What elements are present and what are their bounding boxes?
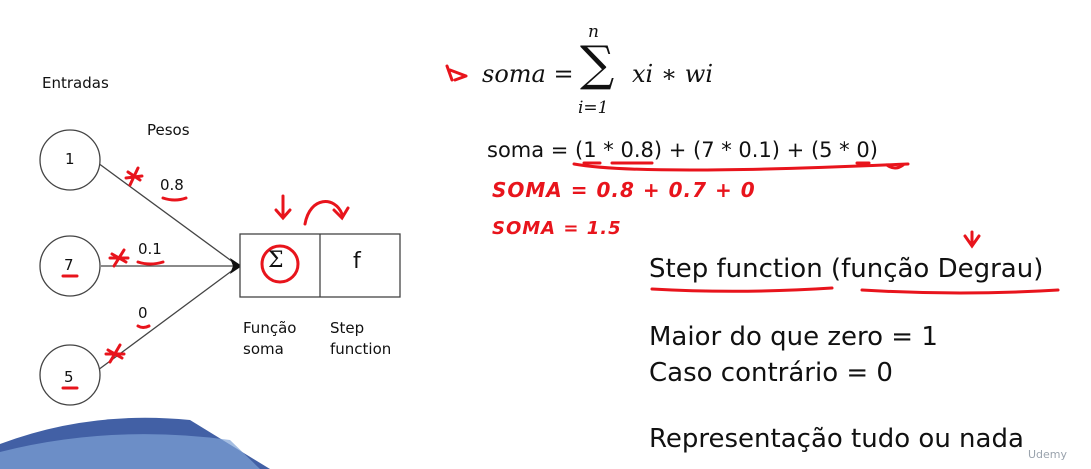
rule-greater-than-zero: Maior do que zero = 1 — [649, 322, 938, 352]
weight-value-1: 0.8 — [160, 176, 184, 194]
star-mark-1 — [124, 166, 144, 187]
input-value-1: 1 — [65, 150, 75, 168]
weight-value-2: 0.1 — [138, 240, 162, 258]
star-mark-3 — [104, 343, 126, 364]
weight-value-3: 0 — [138, 304, 148, 322]
arrow-mark-degrau — [963, 230, 981, 249]
input-value-2: 7 — [64, 256, 74, 274]
star-mark-2 — [108, 248, 130, 268]
input-neuron-3 — [39, 344, 101, 406]
udemy-watermark: Udemy — [1028, 448, 1068, 461]
formula-expanded: soma = (1 * 0.8) + (7 * 0.1) + (5 * 0) — [487, 138, 878, 162]
input-value-3: 5 — [64, 368, 74, 386]
underline-0-1 — [136, 260, 165, 266]
down-arrow-mark — [274, 194, 292, 221]
handwritten-sum-line1: SOMA = 0.8 + 0.7 + 0 — [492, 178, 756, 202]
weights-label: Pesos — [147, 121, 190, 139]
formula-term: xi ∗ wi — [632, 60, 713, 88]
underline-0-8 — [161, 196, 188, 202]
representation-text: Representação tudo ou nada — [649, 424, 1024, 454]
formula-sigma: ∑ — [580, 36, 615, 92]
edge-1 — [97, 162, 238, 266]
brace-sum — [572, 162, 910, 172]
sum-caption-line2: soma — [243, 340, 284, 358]
handwritten-sum-line2: SOMA = 1.5 — [492, 218, 622, 239]
formula-lhs: soma = — [482, 60, 574, 88]
inputs-label: Entradas — [42, 74, 109, 92]
step-caption-line1: Step — [330, 319, 365, 337]
sum-caption-line1: Função — [243, 319, 297, 337]
step-symbol: f — [353, 249, 361, 274]
input-neuron-1 — [39, 129, 101, 191]
annotations-red — [61, 64, 1060, 390]
step-caption-line2: function — [330, 340, 392, 358]
underline-0 — [136, 324, 151, 329]
arrow-mark-formula — [445, 64, 468, 82]
step-function-title: Step function (função Degrau) — [649, 254, 1044, 284]
curved-arrow-mark — [303, 200, 350, 226]
formula-lower-limit: i=1 — [578, 98, 609, 118]
input-neuron-2 — [39, 235, 101, 297]
rule-otherwise: Caso contrário = 0 — [649, 358, 893, 388]
formula-upper-limit: n — [588, 22, 599, 42]
underline-step — [650, 286, 834, 293]
arrow-head — [230, 258, 242, 274]
underline-degrau — [860, 288, 1060, 295]
sum-symbol: Σ — [268, 248, 284, 273]
decor-swoosh-light — [0, 434, 260, 469]
sum-circle-mark — [260, 244, 300, 284]
